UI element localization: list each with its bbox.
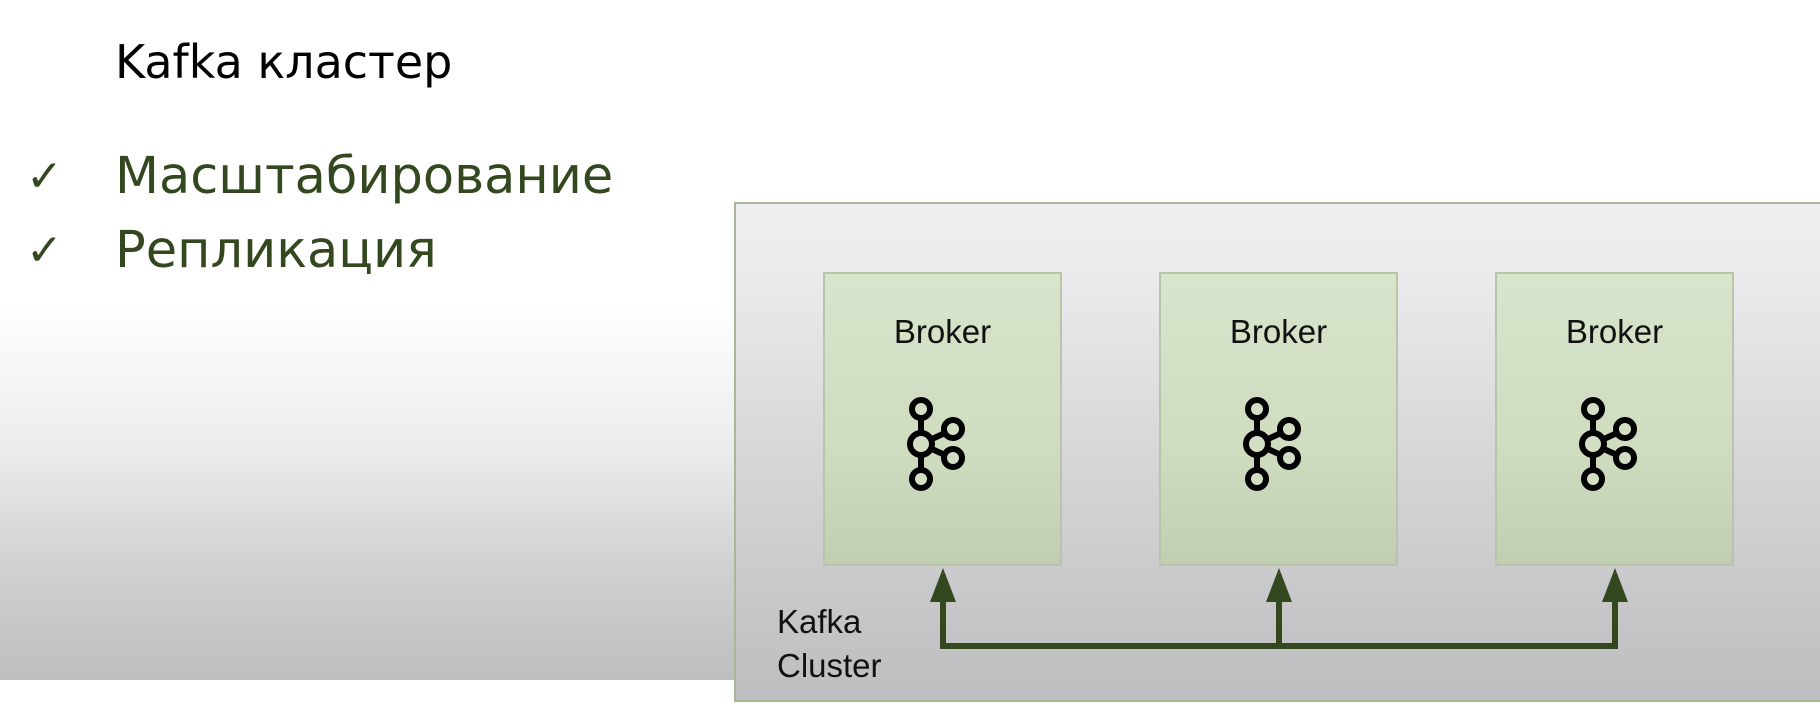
broker-box: Broker [1495, 272, 1734, 566]
slide-title: Kafka кластер [115, 35, 453, 89]
checkmark-icon: ✓ [26, 225, 63, 276]
broker-label: Broker [1229, 313, 1328, 350]
arrowhead-up-icon [930, 568, 956, 602]
checkmark-icon: ✓ [26, 151, 63, 202]
broker-box: Broker [1159, 272, 1398, 566]
broker-label: Broker [893, 313, 992, 350]
broker-label: Broker [1565, 313, 1664, 350]
bullet-text: Масштабирование [115, 147, 614, 206]
kafka-logo-icon [1579, 397, 1637, 491]
cluster-label: Kafka Cluster [777, 603, 882, 684]
arrowhead-up-icon [1602, 568, 1628, 602]
arrowhead-up-icon [1266, 568, 1292, 602]
bullet-text: Репликация [115, 221, 437, 280]
kafka-cluster-box: Broker Broker [734, 202, 1820, 702]
kafka-logo-icon [1243, 397, 1301, 491]
replication-connector [930, 568, 1628, 649]
broker-box: Broker [823, 272, 1062, 566]
kafka-logo-icon [907, 397, 965, 491]
